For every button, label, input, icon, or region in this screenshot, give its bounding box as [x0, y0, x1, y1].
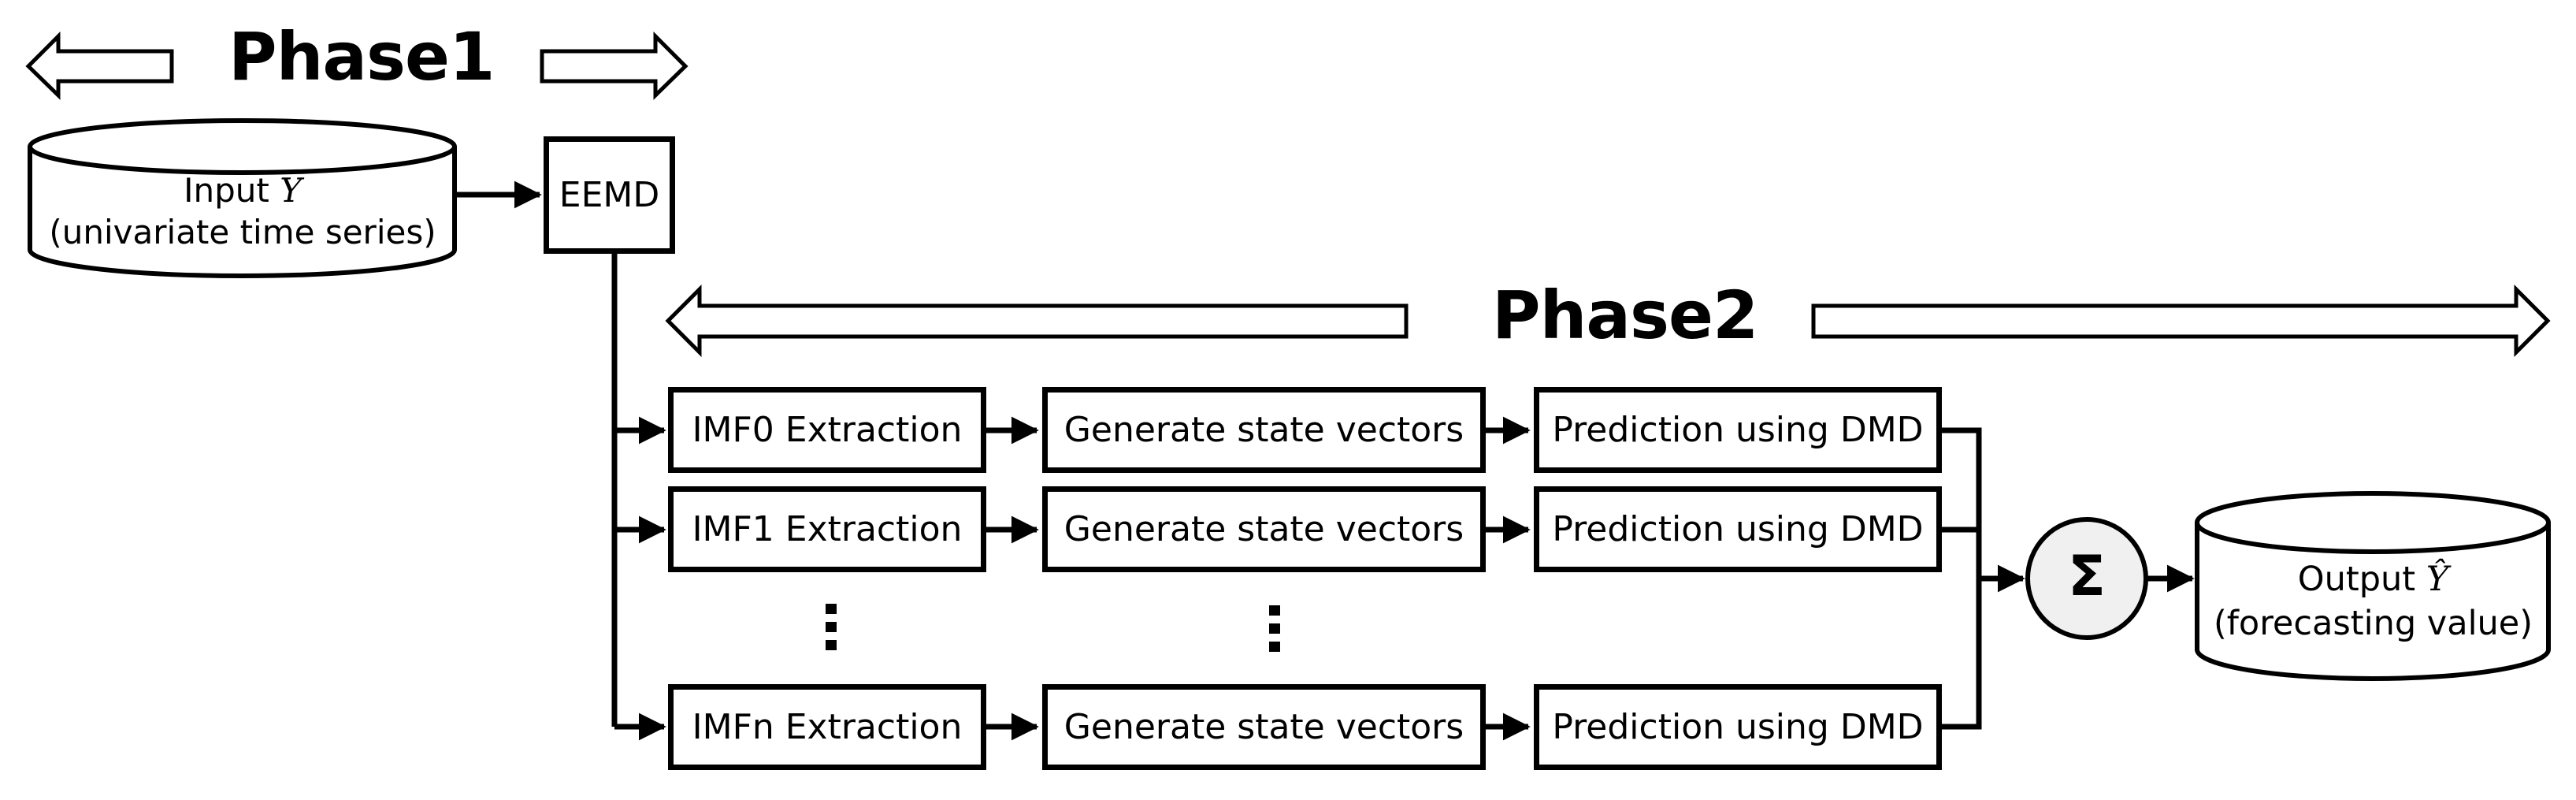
output-store-title: Output Ŷ — [2297, 560, 2449, 599]
phase1-right-arrow-icon — [540, 31, 689, 100]
input-variable: Y — [280, 171, 302, 210]
sigma-symbol: Σ — [2068, 544, 2106, 608]
prediction-dmd-box-0: Prediction using DMD — [1534, 387, 1942, 473]
prediction-dmd-label-0: Prediction using DMD — [1552, 410, 1924, 450]
imfn-extraction-label: IMFn Extraction — [692, 707, 963, 747]
prediction-dmd-box-n: Prediction using DMD — [1534, 684, 1942, 770]
output-store-label: Output Ŷ (forecasting value) — [2197, 558, 2549, 646]
imf0-extraction-label: IMF0 Extraction — [692, 410, 963, 450]
vertical-ellipsis-extraction — [826, 604, 837, 650]
phase1-label: Phase1 — [228, 18, 495, 95]
ellipsis-dot — [1269, 623, 1280, 634]
ellipsis-dot — [1269, 605, 1280, 616]
ellipsis-dot — [826, 622, 837, 632]
sum-node: Σ — [2028, 519, 2146, 638]
imf0-extraction-box: IMF0 Extraction — [668, 387, 986, 473]
output-cylinder — [2195, 523, 2551, 681]
eemd-box: EEMD — [544, 136, 675, 254]
generate-state-vectors-box-1: Generate state vectors — [1042, 486, 1486, 572]
ellipsis-dot — [1269, 642, 1280, 652]
imfn-extraction-box: IMFn Extraction — [668, 684, 986, 770]
generate-state-vectors-label-0: Generate state vectors — [1063, 410, 1464, 450]
prediction-dmd-label-n: Prediction using DMD — [1552, 707, 1924, 747]
input-store-label: Input Y (univariate time series) — [30, 170, 455, 253]
phase2-left-arrow-icon — [665, 284, 1409, 358]
ellipsis-dot — [826, 604, 837, 614]
generate-state-vectors-box-n: Generate state vectors — [1042, 684, 1486, 770]
eemd-label: EEMD — [559, 175, 660, 215]
output-store-subtitle: (forecasting value) — [2213, 603, 2533, 643]
vertical-ellipsis-generate — [1269, 605, 1280, 652]
input-store-subtitle: (univariate time series) — [49, 212, 436, 251]
imf1-extraction-label: IMF1 Extraction — [692, 509, 963, 549]
imf1-extraction-box: IMF1 Extraction — [668, 486, 986, 572]
generate-state-vectors-label-n: Generate state vectors — [1063, 707, 1464, 747]
phase2-label: Phase2 — [1492, 277, 1758, 354]
generate-state-vectors-box-0: Generate state vectors — [1042, 387, 1486, 473]
phase1-left-arrow-icon — [25, 31, 174, 100]
generate-state-vectors-label-1: Generate state vectors — [1063, 509, 1464, 549]
input-cylinder-top — [28, 118, 457, 175]
ellipsis-dot — [826, 640, 837, 650]
input-cylinder — [28, 147, 457, 278]
output-variable: Ŷ — [2426, 560, 2449, 599]
input-store-title: Input Y — [184, 171, 302, 210]
phase2-right-arrow-icon — [1811, 284, 2551, 358]
prediction-dmd-box-1: Prediction using DMD — [1534, 486, 1942, 572]
prediction-dmd-label-1: Prediction using DMD — [1552, 509, 1924, 549]
output-cylinder-top — [2195, 491, 2551, 554]
